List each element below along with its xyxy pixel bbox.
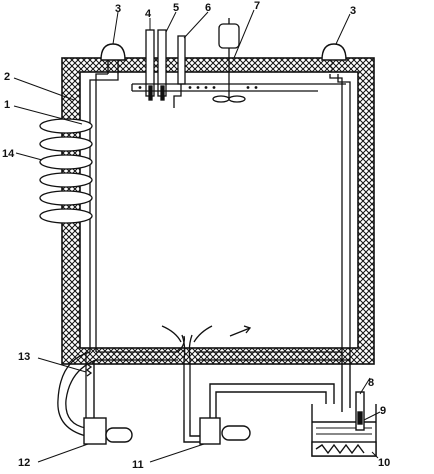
right-return-pipes — [318, 74, 351, 362]
fan-motor-assembly — [212, 18, 246, 103]
label-7: 7 — [254, 0, 260, 12]
leader-lines — [13, 9, 381, 463]
part-labels: 1 2 3 3 4 5 6 7 8 9 10 11 12 13 14 — [2, 0, 390, 471]
label-1: 1 — [4, 99, 10, 111]
bottom-air-channel — [96, 334, 350, 420]
water-tank — [311, 362, 377, 457]
top-fitting-right — [321, 43, 347, 73]
pump-12 — [83, 360, 133, 445]
label-6: 6 — [205, 2, 211, 14]
label-5: 5 — [173, 2, 179, 14]
label-3-left: 3 — [115, 3, 121, 15]
label-10: 10 — [378, 457, 390, 469]
label-14: 14 — [2, 148, 15, 160]
pump-11 — [183, 383, 335, 445]
label-12: 12 — [18, 457, 30, 469]
label-3-right: 3 — [350, 5, 356, 17]
external-heater-fins — [39, 118, 93, 224]
label-2: 2 — [4, 71, 10, 83]
label-8: 8 — [368, 377, 374, 389]
label-4: 4 — [145, 8, 152, 20]
air-distribution-duct — [131, 83, 318, 92]
insulated-chamber-wall — [61, 57, 375, 365]
inflow-arrows — [161, 325, 252, 343]
label-11: 11 — [132, 459, 144, 471]
label-9: 9 — [380, 405, 386, 417]
left-circulation-loop — [57, 351, 97, 437]
label-13: 13 — [18, 351, 30, 363]
thermometer-tubes — [145, 29, 186, 108]
